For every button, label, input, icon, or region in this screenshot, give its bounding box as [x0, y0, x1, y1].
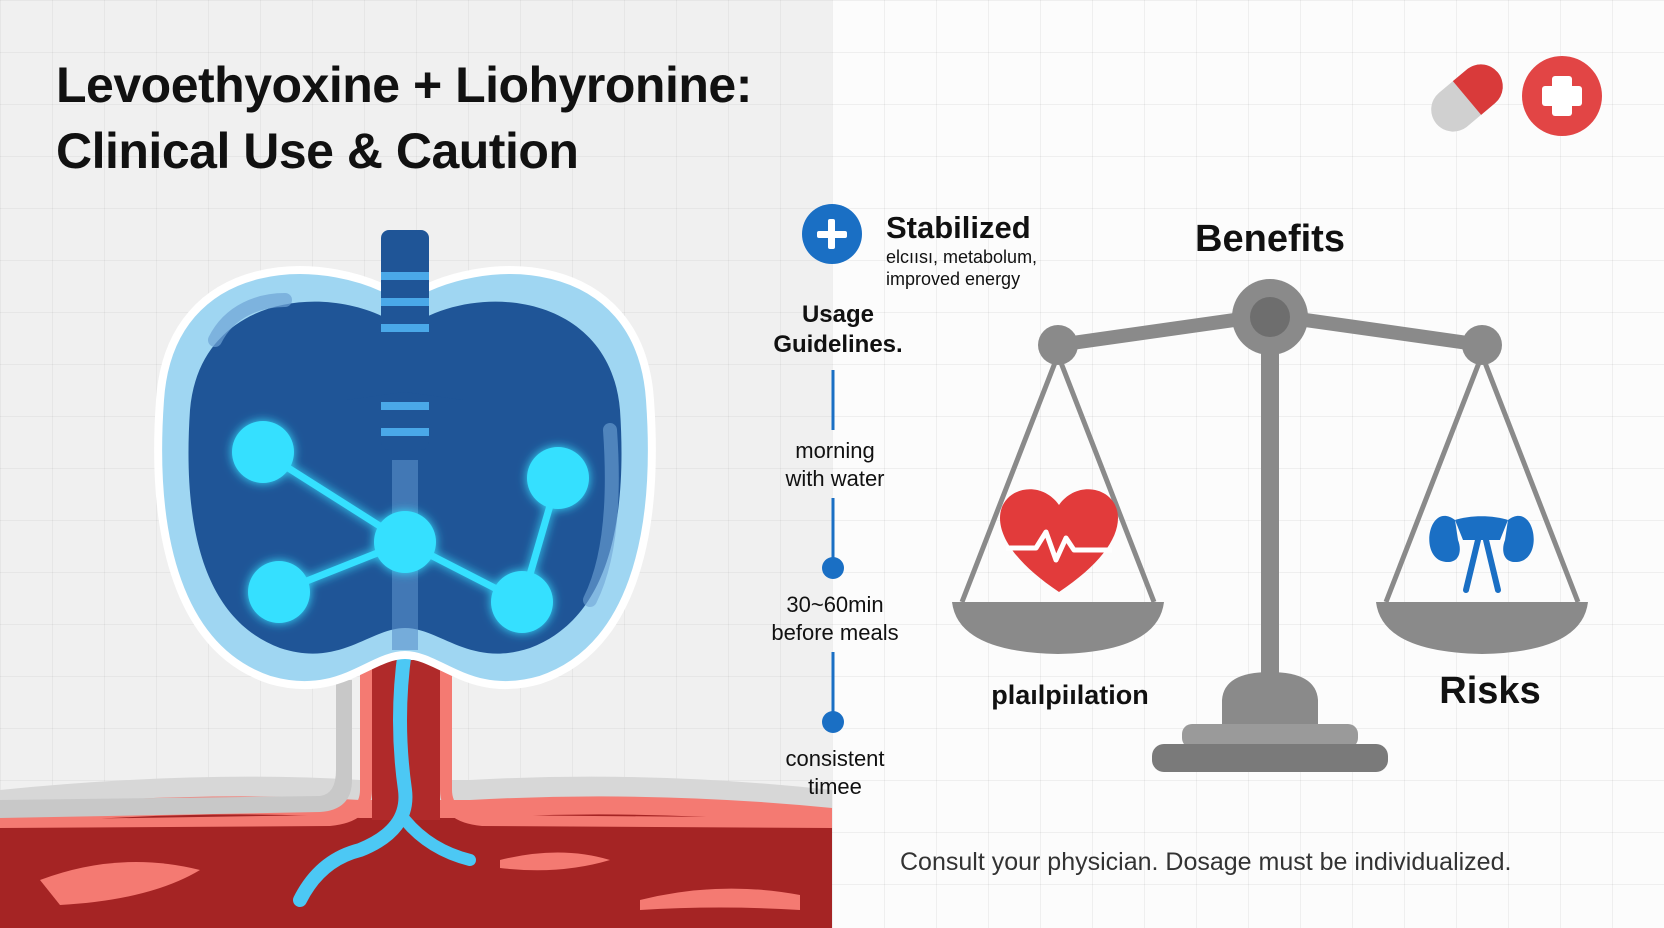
- usage-step-2: 30~60min before meals: [730, 591, 940, 647]
- footer-disclaimer: Consult your physician. Dosage must be i…: [900, 848, 1512, 876]
- usage-title-line-1: Usage: [801, 301, 875, 328]
- title-line-1: Levoethyoxine + Liohyronine:: [56, 57, 752, 113]
- balance-scale-icon: [952, 279, 1588, 772]
- stabilized-desc-line-1: elcıısı, metabolum,: [886, 247, 1038, 267]
- usage-step-3: consistent timee: [730, 745, 940, 801]
- heart-icon: [1000, 489, 1118, 592]
- step-2-line-2: before meals: [771, 620, 899, 645]
- usage-step-1: morning with water: [730, 437, 940, 493]
- usage-timeline: [822, 370, 844, 733]
- title-line-2: Clinical Use & Caution: [56, 123, 579, 179]
- plus-icon: [802, 204, 862, 264]
- step-2-line-1: 30~60min: [786, 592, 884, 617]
- benefits-label: Benefits: [1195, 218, 1345, 260]
- stabilized-description: elcıısı, metabolum, improved energy: [886, 246, 1037, 290]
- medical-cross-icon: [1522, 56, 1602, 136]
- page-title: Levoethyoxine + Liohyronine: Clinical Us…: [56, 52, 752, 184]
- step-3-line-1: consistent: [785, 746, 885, 771]
- palpitation-caption: plaılpiılation: [991, 680, 1149, 710]
- step-3-line-2: timee: [808, 774, 862, 799]
- vessel: [0, 643, 832, 907]
- stabilized-desc-line-2: improved energy: [886, 269, 1021, 289]
- molecule-network: [232, 421, 589, 633]
- kidney-icon: [1429, 515, 1534, 593]
- usage-title-line-2: Guidelines.: [773, 331, 903, 358]
- step-1-line-1: morning: [795, 438, 875, 463]
- usage-guidelines-title: Usage Guidelines.: [748, 300, 928, 360]
- tissue-layer: [0, 776, 832, 928]
- capsule-icon: [1431, 64, 1503, 132]
- step-1-line-2: with water: [785, 466, 885, 491]
- stabilized-title: Stabilized: [886, 210, 1031, 245]
- risks-label: Risks: [1439, 670, 1541, 712]
